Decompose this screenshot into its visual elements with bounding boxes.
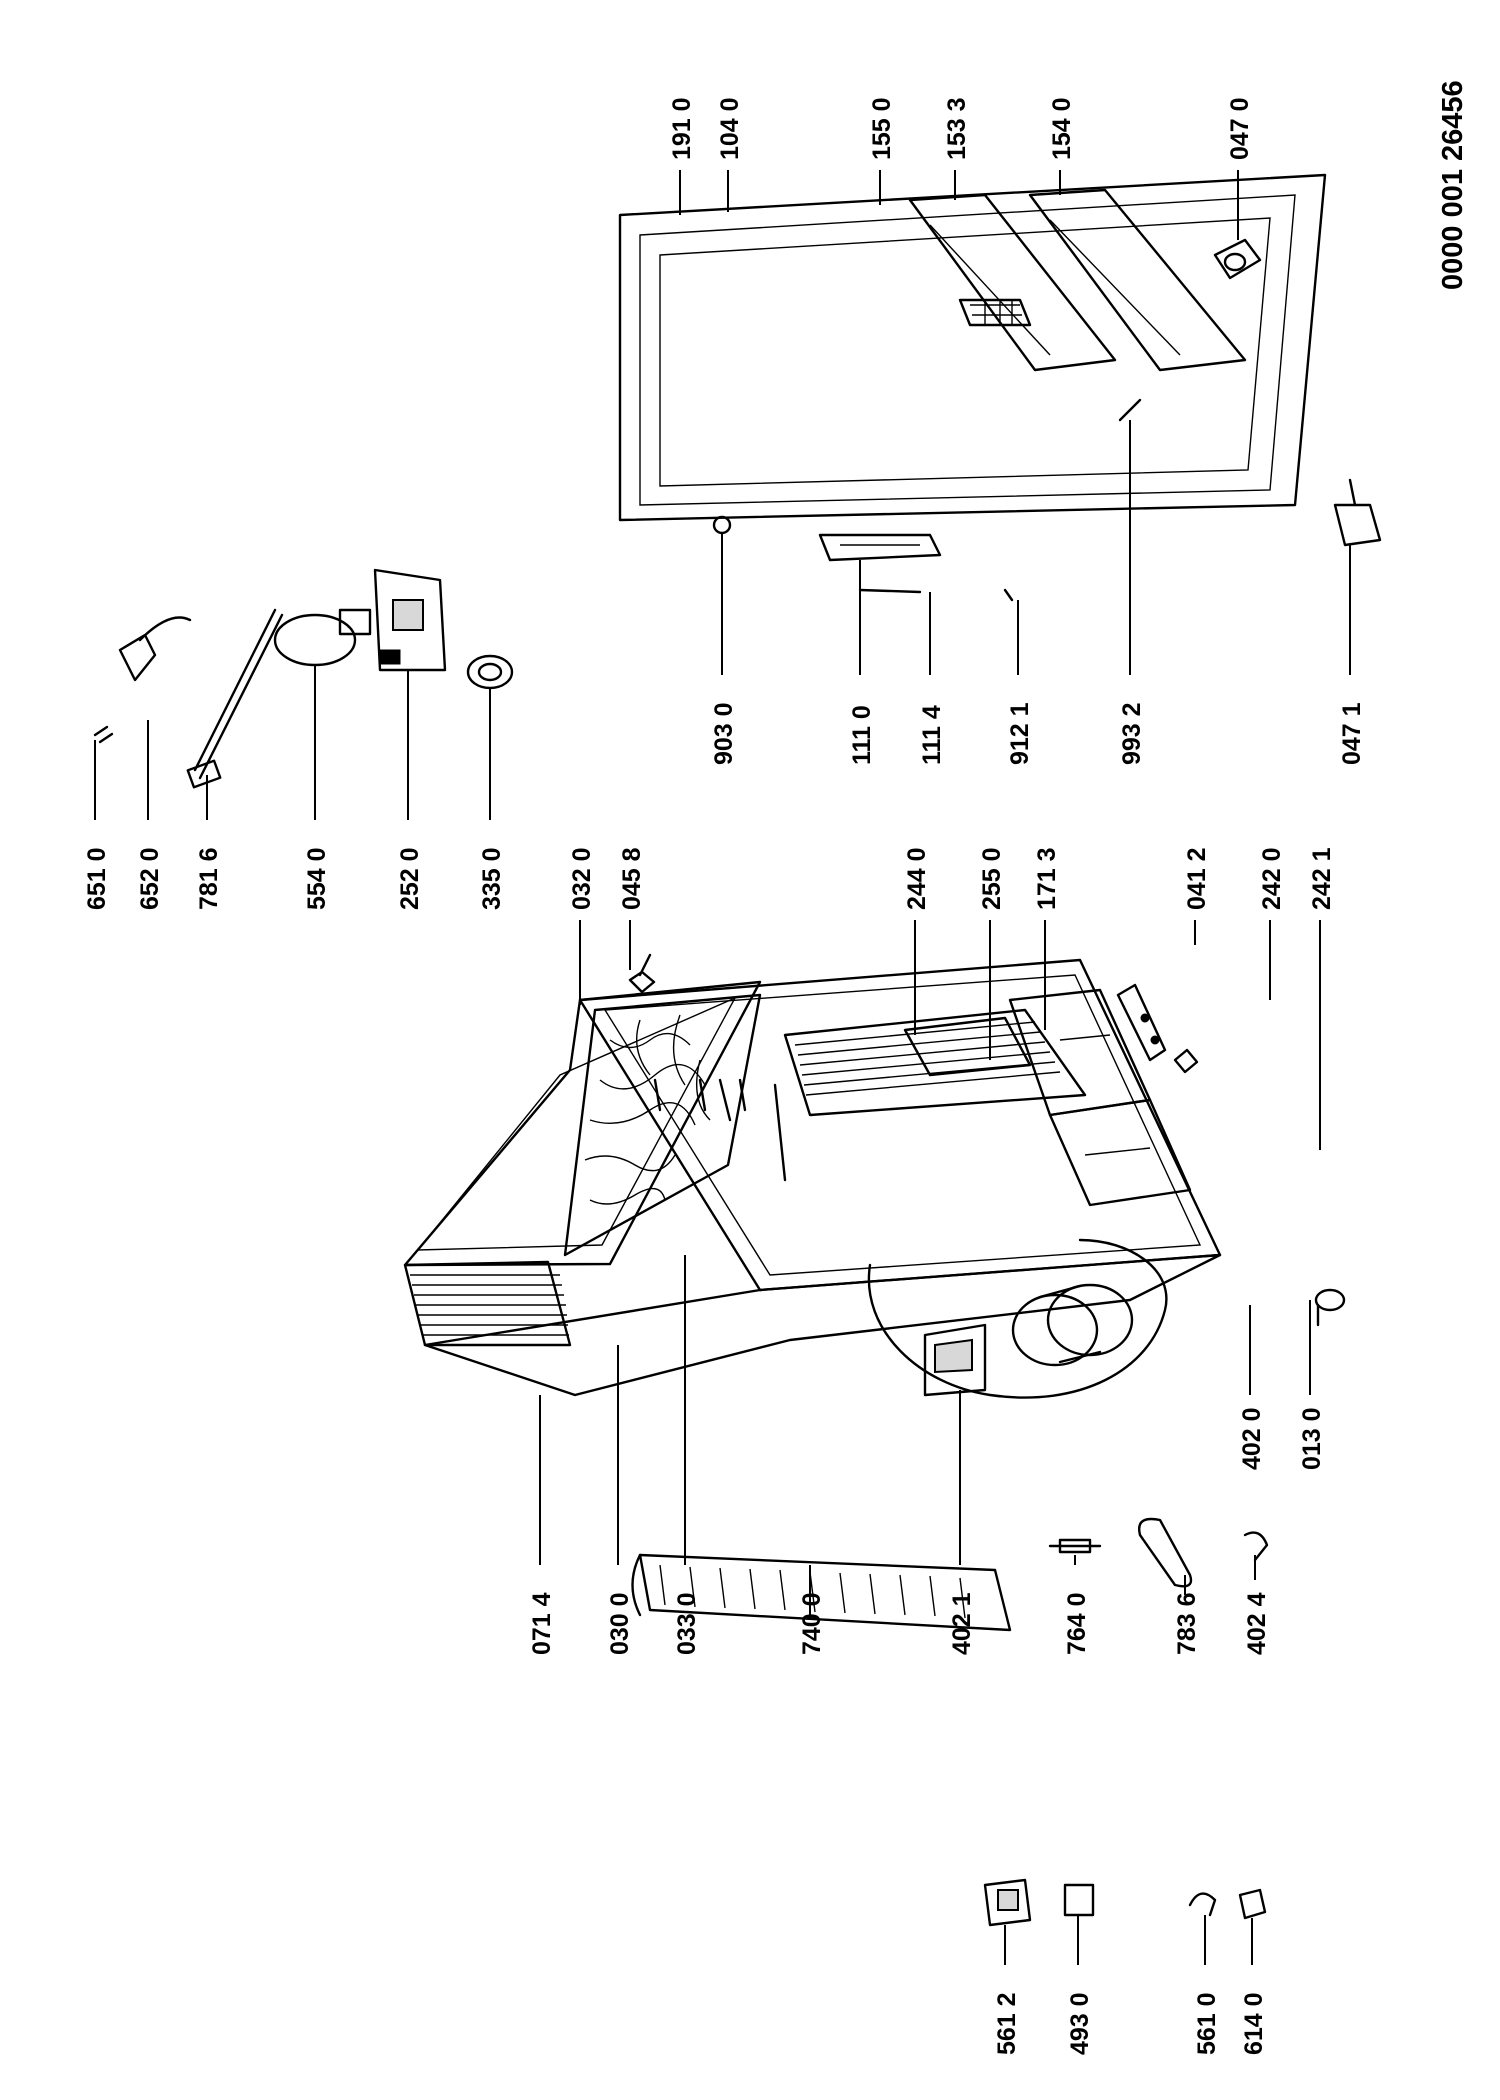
condenser bbox=[631, 1553, 1012, 1632]
label-561-0: 561 0 bbox=[1193, 1992, 1221, 2055]
label-561-2: 561 2 bbox=[993, 1992, 1021, 2055]
label-554-0: 554 0 bbox=[303, 847, 331, 910]
label-047-0: 047 0 bbox=[1226, 97, 1254, 160]
label-402-4: 402 4 bbox=[1243, 1592, 1271, 1655]
label-335-0: 335 0 bbox=[478, 847, 506, 910]
label-764-0: 764 0 bbox=[1063, 1592, 1091, 1655]
label-154-0: 154 0 bbox=[1048, 97, 1076, 160]
label-033-0: 033 0 bbox=[673, 1592, 701, 1655]
label-614-0: 614 0 bbox=[1240, 1992, 1268, 2055]
label-104-0: 104 0 bbox=[716, 97, 744, 160]
small-parts-left bbox=[983, 1517, 1269, 1927]
part-labels: 071 4 030 0 033 0 740 0 402 1 764 0 783 … bbox=[83, 80, 1469, 2055]
label-781-6: 781 6 bbox=[195, 847, 223, 910]
label-041-2: 041 2 bbox=[1183, 847, 1211, 910]
label-155-0: 155 0 bbox=[868, 97, 896, 160]
door-screw bbox=[1003, 588, 1014, 602]
label-244-0: 244 0 bbox=[903, 847, 931, 910]
label-651-0: 651 0 bbox=[83, 847, 111, 910]
door-handle bbox=[818, 533, 942, 562]
leveling-foot bbox=[1314, 1288, 1346, 1327]
label-111-4: 111 4 bbox=[918, 705, 946, 765]
relay-box bbox=[923, 1323, 987, 1397]
label-047-1: 047 1 bbox=[1338, 702, 1366, 765]
label-740-0: 740 0 bbox=[798, 1592, 826, 1655]
door-balconies bbox=[908, 188, 1247, 372]
handle-trim bbox=[858, 588, 922, 594]
label-030-0: 030 0 bbox=[606, 1592, 634, 1655]
shelf-rails bbox=[653, 1078, 787, 1182]
label-242-1: 242 1 bbox=[1308, 847, 1336, 910]
label-032-0: 032 0 bbox=[568, 847, 596, 910]
door-bracket bbox=[1118, 398, 1142, 422]
label-493-0: 493 0 bbox=[1066, 1992, 1094, 2055]
hinge-parts bbox=[628, 238, 1382, 1074]
egg-tray bbox=[958, 298, 1032, 327]
thermostat-parts bbox=[93, 568, 514, 789]
label-191-0: 191 0 bbox=[668, 97, 696, 160]
label-045-8: 045 8 bbox=[618, 847, 646, 910]
document-code: 0000 001 26456 bbox=[1437, 80, 1469, 290]
label-402-1: 402 1 bbox=[948, 1592, 976, 1655]
glass-shelves bbox=[783, 1008, 1087, 1117]
label-903-0: 903 0 bbox=[710, 702, 738, 765]
label-171-3: 171 3 bbox=[1033, 847, 1061, 910]
label-013-0: 013 0 bbox=[1298, 1407, 1326, 1470]
rear-grille-strip bbox=[403, 1260, 572, 1347]
refrigerator-cabinet bbox=[403, 958, 1346, 1632]
freezer-compartment bbox=[563, 993, 762, 1257]
label-153-3: 153 3 bbox=[943, 97, 971, 160]
compressor bbox=[1011, 1283, 1134, 1367]
label-783-6: 783 6 bbox=[1173, 1592, 1201, 1655]
crisper-drawers bbox=[1008, 988, 1192, 1207]
label-993-2: 993 2 bbox=[1118, 702, 1146, 765]
label-255-0: 255 0 bbox=[978, 847, 1006, 910]
compressor-bay bbox=[867, 1238, 1168, 1399]
label-071-4: 071 4 bbox=[528, 1592, 556, 1655]
door-stop bbox=[712, 515, 732, 535]
label-652-0: 652 0 bbox=[136, 847, 164, 910]
label-402-0: 402 0 bbox=[1238, 1407, 1266, 1470]
label-912-1: 912 1 bbox=[1006, 702, 1034, 765]
label-111-0: 111 0 bbox=[848, 705, 876, 765]
label-252-0: 252 0 bbox=[396, 847, 424, 910]
refrigerator-door bbox=[618, 173, 1327, 602]
label-242-0: 242 0 bbox=[1258, 847, 1286, 910]
leader-lines bbox=[94, 170, 1351, 1965]
